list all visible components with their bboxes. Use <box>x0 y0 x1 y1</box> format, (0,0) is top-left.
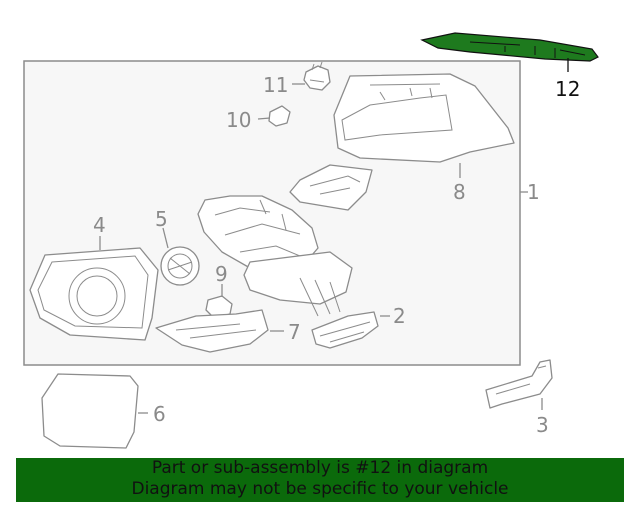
part-5-actuator-ring[interactable] <box>160 246 200 286</box>
callout-11: 11 <box>263 73 288 97</box>
callout-6: 6 <box>153 402 166 426</box>
callout-1: 1 <box>527 180 540 204</box>
part-11-connector[interactable] <box>303 61 331 91</box>
part-7-lower-cover[interactable] <box>155 309 269 353</box>
callout-8: 8 <box>453 180 466 204</box>
mirror-base <box>243 251 353 317</box>
part-12-bracket[interactable] <box>420 32 599 62</box>
callout-5: 5 <box>155 207 168 231</box>
callout-10: 10 <box>226 108 251 132</box>
callout-4: 4 <box>93 213 106 237</box>
leader-lines <box>99 58 569 414</box>
info-banner: Part or sub-assembly is #12 in diagram D… <box>16 458 624 502</box>
callout-7: 7 <box>288 320 301 344</box>
part-2-lamp-module[interactable] <box>311 311 379 349</box>
banner-line-2: Diagram may not be specific to your vehi… <box>131 479 509 499</box>
callout-3: 3 <box>536 413 549 437</box>
part-10-clip[interactable] <box>268 105 291 127</box>
part-4-housing-bezel[interactable] <box>29 247 159 341</box>
callout-12: 12 <box>555 77 580 101</box>
callout-9: 9 <box>215 262 228 286</box>
part-6-mirror-glass[interactable] <box>41 373 139 449</box>
callout-2: 2 <box>393 304 406 328</box>
banner-line-1: Part or sub-assembly is #12 in diagram <box>151 458 489 478</box>
upper-housing-piece <box>289 164 373 211</box>
part-8-mirror-cap[interactable] <box>333 73 515 163</box>
part-3-bracket[interactable] <box>485 359 553 409</box>
